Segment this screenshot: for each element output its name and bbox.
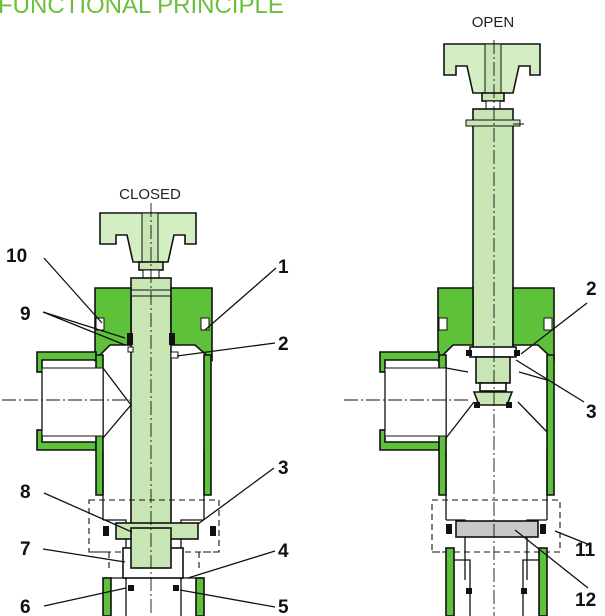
callout-12: 12 [575, 590, 596, 611]
open-bonnet-right [512, 287, 555, 362]
open-label: OPEN [472, 14, 515, 31]
open-leader-lines [514, 302, 591, 589]
open-valve: OPEN [344, 14, 561, 616]
closed-label: CLOSED [119, 186, 181, 203]
closed-lower-housing-lines [102, 450, 205, 520]
callout-8: 8 [20, 482, 31, 503]
callout-10: 10 [6, 246, 27, 267]
open-upper-housing [379, 351, 555, 496]
callout-2-closed: 2 [278, 334, 289, 355]
callout-7: 7 [20, 539, 31, 560]
open-valve-handle [443, 43, 541, 110]
diagram-title: FUNCTIONAL PRINCIPLE [0, 0, 284, 19]
closed-valve: CLOSED [2, 186, 220, 616]
open-stem-collar [465, 119, 521, 127]
open-valve-stem [472, 108, 514, 350]
callout-3-closed: 3 [278, 458, 289, 479]
callout-11: 11 [575, 540, 596, 561]
closed-leader-lines [42, 257, 277, 608]
open-outlet-wall-right [538, 547, 548, 616]
callout-1: 1 [278, 257, 289, 278]
closed-outlet-wall-left [102, 577, 112, 616]
closed-upper-housing [36, 351, 212, 496]
callout-9: 9 [20, 304, 31, 325]
callout-3-open: 3 [586, 402, 597, 423]
open-lifted-discs [466, 346, 520, 408]
callout-5: 5 [278, 597, 289, 616]
open-outlet-wall-left [445, 547, 455, 616]
callout-6: 6 [20, 597, 31, 616]
closed-bonnet-left [94, 287, 132, 362]
open-leakage-chamber [431, 499, 561, 553]
closed-outlet-wall-right [195, 577, 205, 616]
closed-stem-seals [127, 333, 179, 359]
open-bonnet-left [437, 287, 474, 362]
closed-leakage-chamber [88, 499, 220, 553]
open-callout-numbers: 2 3 11 12 [575, 279, 597, 611]
callout-2-open: 2 [586, 279, 597, 300]
closed-callout-numbers: 10 9 1 2 3 8 4 7 6 5 [6, 246, 289, 616]
open-lower-disc [455, 520, 539, 538]
callout-4: 4 [278, 541, 289, 562]
closed-valve-handle [99, 212, 197, 279]
